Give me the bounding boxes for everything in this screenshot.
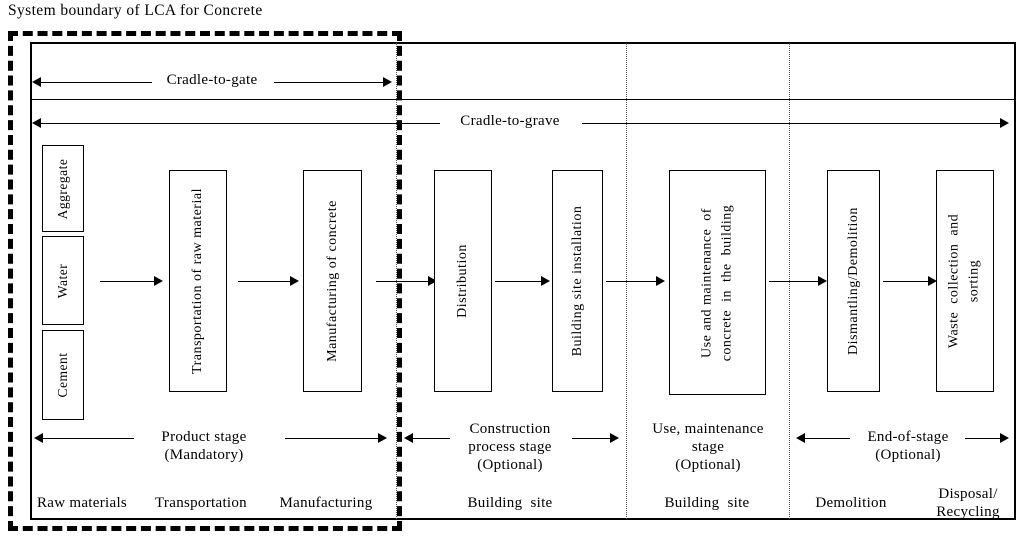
arrow-distribution-to-installation-line	[495, 281, 543, 282]
footer-label-building-site-construction: Building site	[467, 495, 553, 511]
stage-label-construction-process-stage: Construction process stage (Optional)	[468, 421, 552, 473]
cradle-to-grave-right-arrowhead	[1000, 118, 1009, 128]
process-box-distribution-label: Distribution	[455, 244, 470, 318]
footer-label-disposal-recycling: Disposal/ Recycling	[936, 486, 1000, 520]
arrow-dismantling-to-waste-head	[928, 276, 937, 286]
cradle-to-grave-right-line	[582, 123, 1007, 124]
end-of-stage-left-line	[804, 438, 850, 439]
end-of-stage-right-arrowhead	[1000, 433, 1009, 443]
arrow-dismantling-to-waste-line	[883, 281, 930, 282]
cradle-to-grave-label: Cradle-to-grave	[460, 113, 560, 129]
input-box-aggregate[interactable]: Aggregate	[42, 145, 84, 232]
arrow-inputs-to-transportation-head	[154, 276, 163, 286]
process-box-manufacturing-of-concrete[interactable]: Manufacturing of concrete	[303, 170, 362, 392]
arrow-manufacturing-to-distribution-line	[376, 281, 432, 282]
cradle-to-grave-left-arrowhead	[32, 118, 41, 128]
product-stage-right-line	[285, 438, 380, 439]
cradle-to-gate-right-arrowhead	[383, 77, 392, 87]
process-box-manufacturing-of-concrete-label: Manufacturing of concrete	[324, 200, 340, 362]
process-box-transportation-of-raw-material-label: Transportation of raw material	[190, 188, 205, 374]
cradle-to-gate-right-line	[274, 82, 390, 83]
page-title: System boundary of LCA for Concrete	[8, 2, 263, 19]
arrow-manufacturing-to-distribution-head	[428, 276, 437, 286]
stage-label-product-stage: Product stage (Mandatory)	[161, 429, 247, 463]
input-box-aggregate-label: Aggregate	[55, 158, 70, 219]
process-box-use-and-maintenance[interactable]: Use and maintenance of concrete in the b…	[669, 170, 766, 395]
process-box-waste-collection-and-sorting-label: Waste collection and sorting	[946, 213, 982, 349]
cradle-to-gate-label: Cradle-to-gate	[166, 72, 258, 88]
input-box-water[interactable]: Water	[42, 236, 84, 325]
stage-label-use-maintenance-stage: Use, maintenance stage (Optional)	[652, 421, 764, 473]
construction-stage-left-line	[412, 438, 450, 439]
end-of-stage-right-line	[965, 438, 1005, 439]
arrow-distribution-to-installation-head	[541, 276, 550, 286]
process-box-building-site-installation[interactable]: Building site installation	[552, 170, 603, 392]
product-stage-left-arrowhead	[34, 433, 43, 443]
input-box-water-label: Water	[55, 263, 70, 298]
process-box-building-site-installation-label: Building site installation	[569, 205, 585, 357]
product-stage-right-arrowhead	[378, 433, 387, 443]
arrow-use-to-dismantling-head	[818, 276, 827, 286]
cradle-to-gate-left-arrowhead	[32, 77, 41, 87]
stage-label-end-of-stage: End-of-stage (Optional)	[867, 429, 949, 463]
arrow-installation-to-use-head	[656, 276, 665, 286]
process-box-use-and-maintenance-label: Use and maintenance of concrete in the b…	[699, 204, 735, 361]
process-box-transportation-of-raw-material[interactable]: Transportation of raw material	[169, 170, 227, 392]
process-box-dismantling-demolition[interactable]: Dismantling/Demolition	[827, 170, 880, 392]
cradle-to-gate-left-line	[40, 82, 152, 83]
diagram-frame	[30, 42, 1016, 520]
arrow-transport-to-manufacturing-line	[238, 281, 292, 282]
footer-label-manufacturing: Manufacturing	[279, 495, 373, 511]
construction-stage-left-arrowhead	[404, 433, 413, 443]
footer-label-raw-materials: Raw materials	[36, 495, 128, 511]
product-stage-left-line	[42, 438, 134, 439]
footer-label-building-site-use: Building site	[664, 495, 750, 511]
construction-stage-right-arrowhead	[610, 433, 619, 443]
end-of-stage-left-arrowhead	[796, 433, 805, 443]
arrow-inputs-to-transportation-line	[100, 281, 156, 282]
process-box-distribution[interactable]: Distribution	[434, 170, 492, 392]
frame-horizontal-rule	[31, 99, 1015, 100]
arrow-installation-to-use-line	[606, 281, 658, 282]
process-box-dismantling-demolition-label: Dismantling/Demolition	[845, 207, 861, 355]
process-box-waste-collection-and-sorting[interactable]: Waste collection and sorting	[936, 170, 994, 392]
cradle-to-grave-left-line	[40, 123, 440, 124]
footer-label-transportation: Transportation	[155, 495, 247, 511]
construction-stage-right-line	[572, 438, 612, 439]
footer-label-demolition: Demolition	[815, 495, 887, 511]
arrow-transport-to-manufacturing-head	[290, 276, 299, 286]
input-box-cement[interactable]: Cement	[42, 330, 84, 420]
input-box-cement-label: Cement	[55, 352, 70, 398]
arrow-use-to-dismantling-line	[769, 281, 820, 282]
